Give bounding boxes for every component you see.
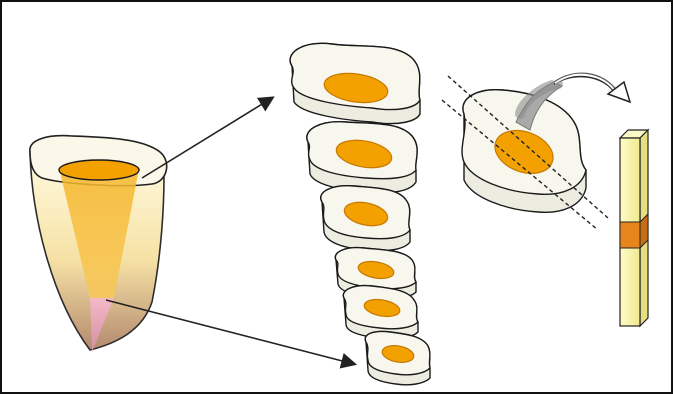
- section-slab-icon: [321, 186, 410, 251]
- section-slab-stack: [290, 43, 430, 384]
- section-slab-icon: [307, 122, 417, 193]
- section-slab-icon: [365, 331, 430, 384]
- section-slab-icon: [290, 43, 420, 123]
- sample-bar-icon: [620, 130, 648, 326]
- tooth-root-icon: [30, 136, 167, 352]
- extraction-arrow-icon: [554, 73, 630, 102]
- extraction-slab: [442, 76, 608, 230]
